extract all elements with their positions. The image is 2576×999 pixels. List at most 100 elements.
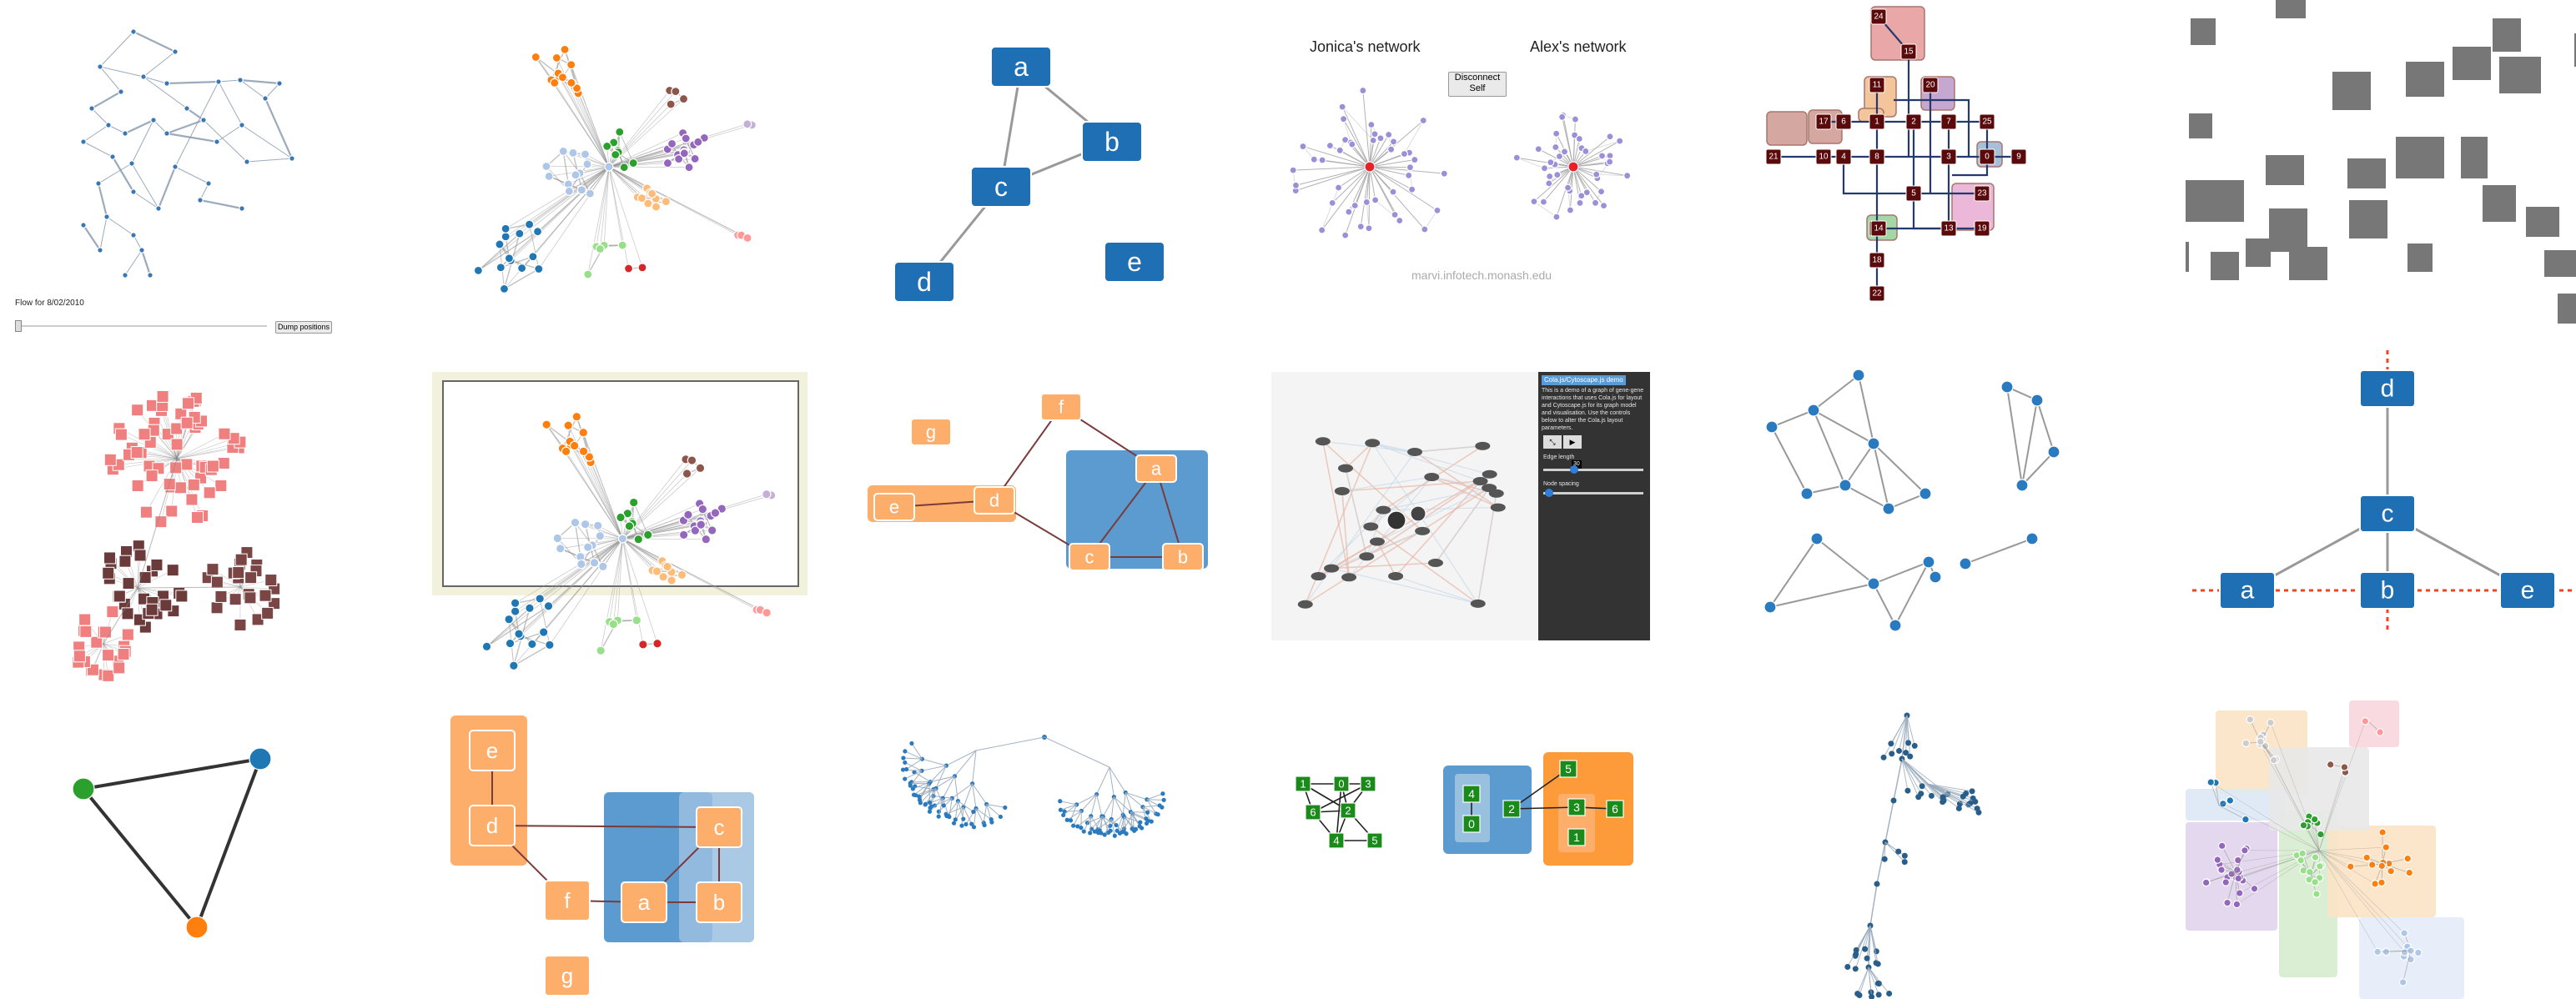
number-node-10	[1815, 148, 1832, 165]
number-node-6	[1835, 113, 1852, 130]
play-button[interactable]: ▶	[1563, 435, 1582, 449]
tree-edge	[906, 758, 923, 770]
cluster-node	[504, 254, 515, 264]
jonica-node	[1376, 134, 1385, 143]
cluster-edge	[603, 166, 610, 246]
jonica-node	[1389, 138, 1398, 146]
cluster-node	[582, 159, 592, 169]
jonica-node	[1348, 140, 1356, 148]
alex-edge	[1538, 148, 1574, 168]
cluster-edge	[569, 441, 623, 540]
triangle-graph	[72, 747, 272, 939]
flow-edge	[166, 118, 204, 135]
gcluster-node	[2340, 763, 2349, 771]
number-node-4	[1835, 148, 1852, 165]
disconnect-self-button[interactable]: Disconnect Self	[1448, 72, 1507, 97]
node-spacing-slider[interactable]	[1543, 492, 1643, 494]
footer-url: marvi.infotech.monash.edu	[1411, 269, 1552, 282]
jonica-edge	[1341, 106, 1371, 168]
alex-edge	[1562, 117, 1574, 168]
edge-length-slider[interactable]	[1543, 469, 1643, 471]
tree-edge	[1101, 816, 1117, 826]
cluster-edge	[574, 445, 623, 540]
jonica-node	[1391, 210, 1399, 219]
tree-node	[917, 797, 923, 802]
flow-slider-thumb[interactable]	[15, 320, 22, 332]
tree-node	[927, 809, 933, 814]
vtree-node	[1890, 797, 1897, 804]
cluster-node	[499, 284, 510, 294]
tree-edge	[921, 765, 947, 771]
tree-edge	[938, 798, 943, 817]
tree-node	[936, 814, 941, 819]
jonica-edge	[1369, 166, 1426, 230]
tree-edge	[1142, 805, 1160, 808]
comp-node	[1919, 487, 1932, 500]
gcluster-edge	[2318, 850, 2376, 885]
gcluster-node	[2376, 728, 2384, 736]
gcluster-node	[2226, 796, 2235, 805]
tree-edge	[925, 788, 937, 805]
comp-edge	[1873, 443, 1889, 510]
vtree-node	[1853, 946, 1859, 953]
cytoscape-demo-tile: Cola.js/Cytoscape.js demo This is a demo…	[1271, 372, 1650, 640]
flow-node	[80, 222, 87, 228]
cluster-edge	[599, 166, 610, 249]
alex-node	[1530, 198, 1538, 206]
fit-button[interactable]: ⤡	[1543, 435, 1562, 449]
vtree-node	[1940, 794, 1946, 801]
cluster-node	[615, 127, 625, 137]
alex-node	[1534, 145, 1542, 153]
comp-node	[1959, 557, 1972, 570]
cluster-node	[628, 497, 639, 508]
number-label-21: 21	[1768, 153, 1779, 162]
green-node-3	[1360, 776, 1376, 792]
vtree-edge	[1884, 800, 1894, 843]
tree-edge	[1059, 801, 1077, 806]
flow-node	[109, 153, 116, 160]
panel-title: Cola.js/Cytoscape.js demo	[1542, 375, 1626, 385]
cluster-node	[742, 119, 752, 129]
vtree-node	[1907, 753, 1914, 760]
green-node-r-5	[1559, 760, 1577, 778]
jonica-edge	[1341, 106, 1374, 141]
gcluster-node	[2221, 878, 2231, 886]
group-region	[2327, 826, 2436, 917]
flow-slider[interactable]	[17, 325, 267, 327]
gcluster-node	[2326, 761, 2335, 769]
gcluster-edge	[2318, 850, 2378, 952]
vtree-node	[1880, 754, 1887, 761]
edge-length-thumb[interactable]	[1570, 465, 1578, 474]
flow-edge	[91, 91, 122, 109]
cluster-node	[576, 185, 587, 195]
cluster-node	[528, 252, 538, 262]
comp-edge	[1873, 561, 1929, 585]
vtree-edge	[1906, 715, 1909, 743]
jonica-edge	[1296, 166, 1371, 186]
pink-cluster-thumb	[185, 493, 199, 506]
green-node-r-0	[1462, 815, 1481, 833]
cluster-edge	[477, 233, 521, 271]
flow-node	[155, 205, 162, 212]
tree-edge	[1070, 804, 1078, 821]
dump-positions-button[interactable]: Dump positions	[275, 321, 332, 334]
alex-edge	[1596, 173, 1628, 177]
group-region	[2186, 789, 2286, 821]
tree-edge	[928, 783, 931, 803]
cyto-node	[1311, 572, 1326, 581]
alex-node	[1553, 171, 1562, 179]
vtree-edge	[1868, 966, 1879, 984]
cluster-node	[693, 137, 703, 147]
number-label-13: 13	[1944, 224, 1954, 233]
green-node-r-1	[1567, 828, 1586, 846]
cyto-edge	[1341, 490, 1350, 578]
tree-node	[1058, 807, 1063, 812]
alex-node	[1599, 202, 1608, 210]
node-label-e: e	[1127, 247, 1142, 277]
tree-edge	[1122, 792, 1126, 816]
pink-cluster-thumb	[103, 453, 117, 466]
node-spacing-thumb[interactable]	[1545, 489, 1553, 497]
gcluster-node	[2213, 856, 2222, 864]
tree-node	[903, 776, 908, 781]
